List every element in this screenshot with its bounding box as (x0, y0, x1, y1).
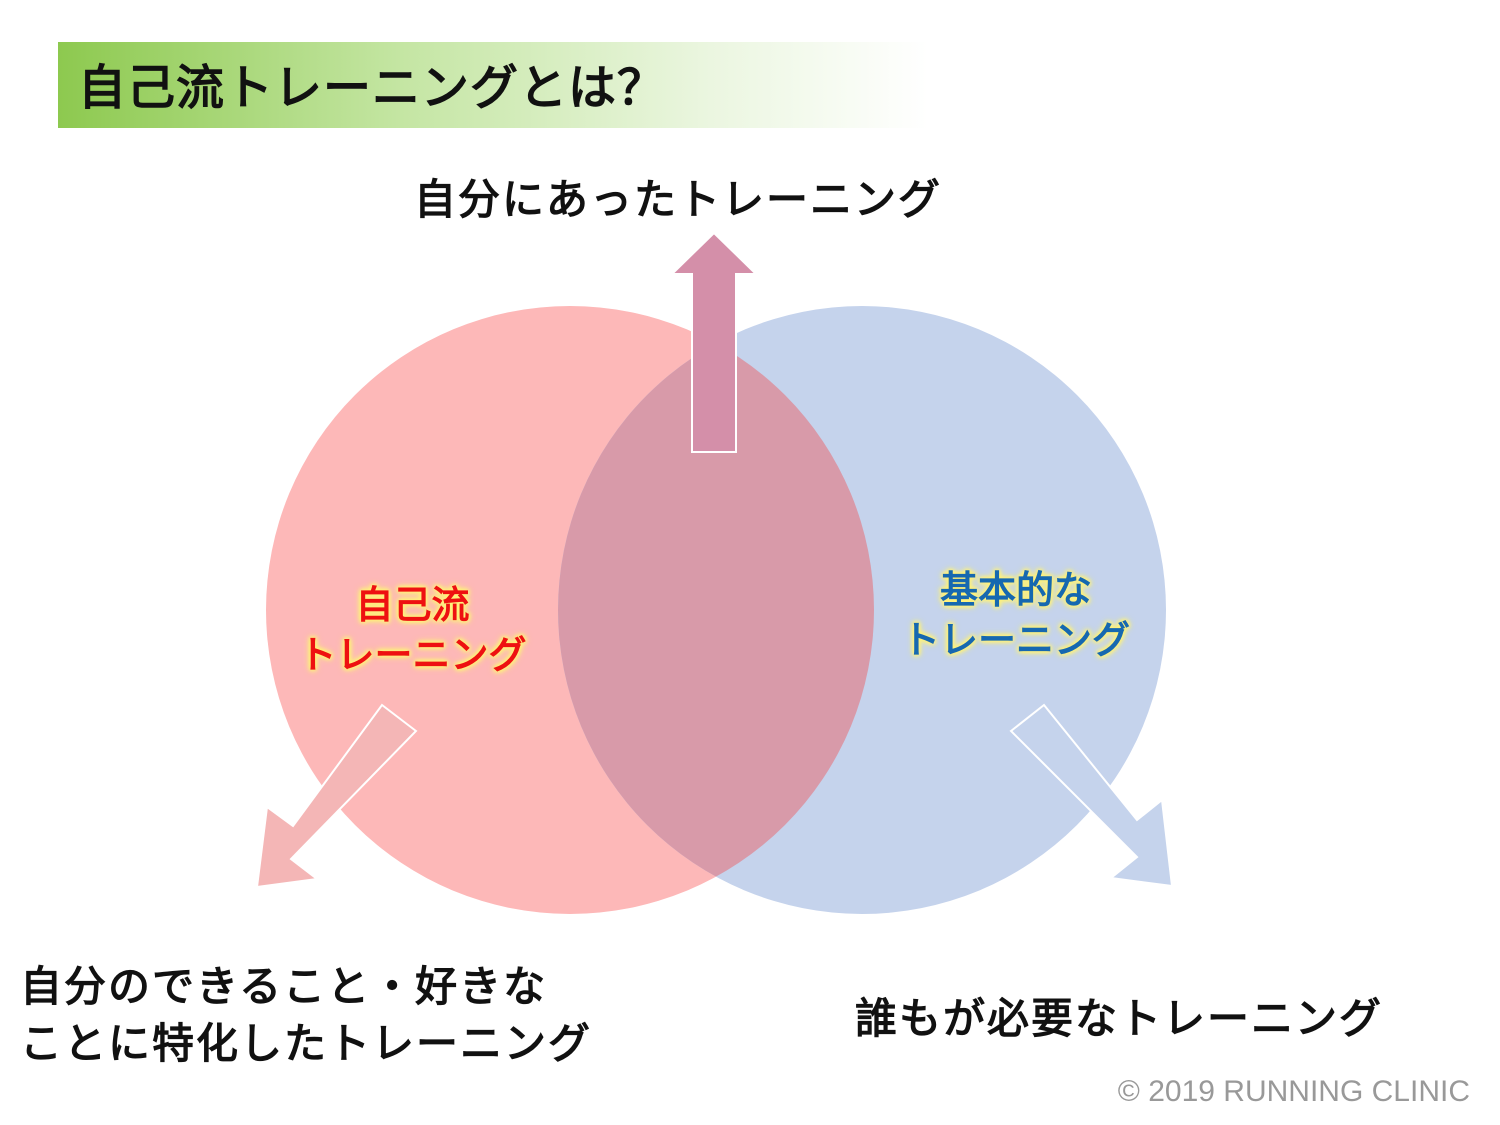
title-banner (58, 42, 928, 128)
right-circle-label: 基本的な トレーニング (901, 568, 1130, 662)
bottom-left-caption: 自分のできること・好きな ことに特化したトレーニング (20, 962, 593, 1068)
top-caption: 自分にあったトレーニング (414, 175, 943, 224)
left-circle-label: 自己流 トレーニング (298, 583, 527, 677)
copyright-notice: © 2019 RUNNING CLINIC (1117, 1075, 1470, 1108)
down-left-arrow (255, 703, 418, 889)
overlap-region (558, 306, 874, 914)
bottom-right-caption: 誰もが必要なトレーニング (855, 994, 1384, 1043)
page-title: 自己流トレーニングとは？ (78, 60, 667, 116)
up-arrow (669, 231, 759, 453)
down-right-arrow (1009, 703, 1174, 888)
